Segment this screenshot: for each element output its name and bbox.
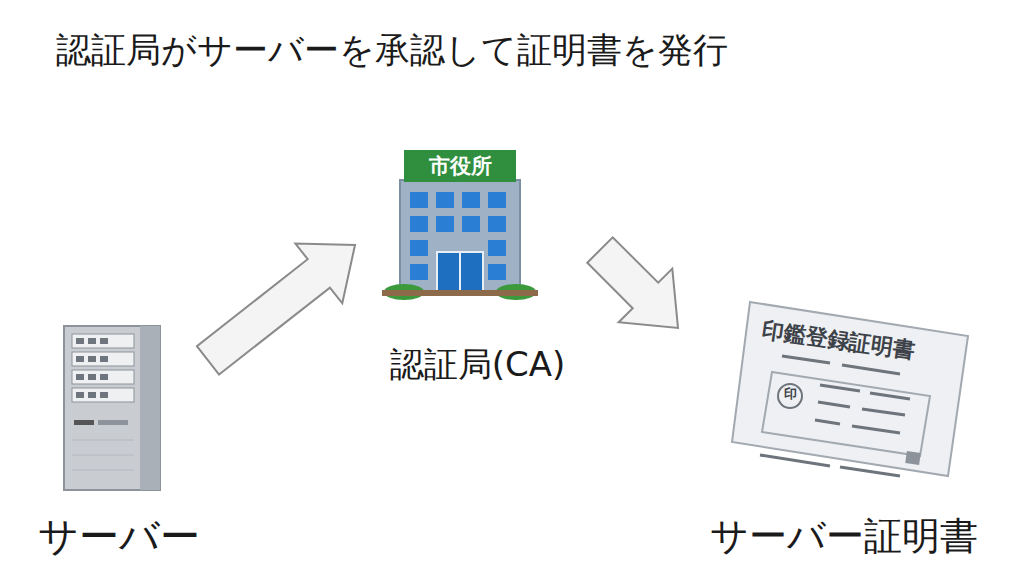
node-label: サーバー (30, 513, 208, 559)
illustrated-node: サーバー (30, 315, 208, 567)
illustrated-node: 市役所認証局(CA) (355, 145, 600, 395)
server-illustration (64, 326, 160, 490)
diagram-title: 認証局がサーバーを承認して証明書を発行 (56, 30, 728, 70)
node-label: 印 (782, 387, 798, 402)
node-label: 印鑑登録証明書 (760, 317, 962, 370)
block-arrow (587, 237, 678, 328)
certificate-illustration (732, 302, 968, 476)
building-illustration (382, 150, 538, 300)
node-label: サーバー証明書 (678, 515, 1010, 559)
node-label: 認証局(CA) (355, 345, 600, 384)
block-arrow (197, 244, 355, 375)
node-label: 市役所 (404, 154, 516, 178)
illustrated-node: 印鑑登録証明書印サーバー証明書 (678, 295, 1010, 570)
